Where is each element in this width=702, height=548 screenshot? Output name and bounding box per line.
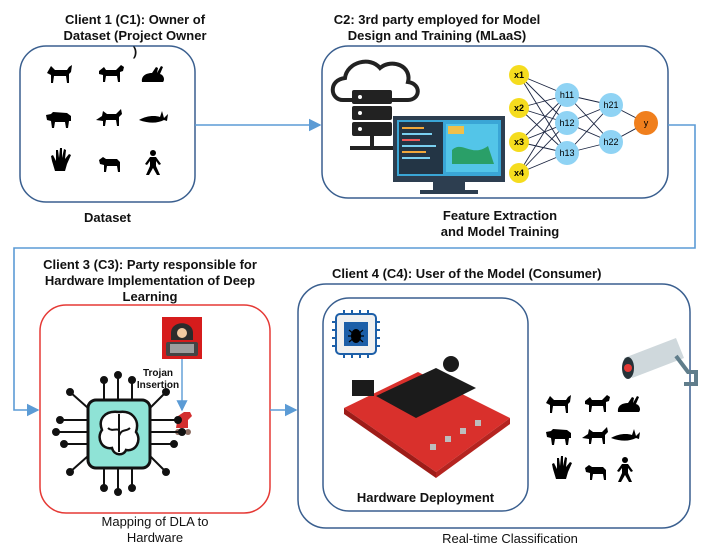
hardware-caption: Hardware Deployment [356,490,495,505]
hacker-icon [162,317,202,359]
client1-box [19,45,196,203]
client2-title: C2: 3rd party employed for Model Design … [317,12,557,44]
hardware-board-icon [344,356,510,478]
client3-caption: Mapping of DLA to Hardware [40,514,270,546]
client4-title: Client 4 (C4): User of the Model (Consum… [332,266,602,281]
client1-title: Client 1 (C1): Owner of Dataset (Project… [60,12,210,60]
ai-brain-chip-icon [52,371,186,496]
client1-title-line1: Client 1 (C1): Owner of [64,12,206,27]
nn-hidden-h22: h22 [603,137,618,147]
nn-hidden-h12: h12 [559,118,574,128]
nn-nodes [509,65,658,183]
client3-title-line3: Learning [122,289,178,304]
client3-title-line1: Client 3 (C3): Party responsible for [43,257,257,272]
bug-chip-icon [332,310,380,358]
client2-title-line2: Design and Training (MLaaS) [347,28,527,43]
trojan-label: Trojan Insertion [136,368,180,392]
client3-caption-line1: Mapping of DLA to [101,514,209,529]
client2-caption-line1: Feature Extraction [442,208,558,223]
client3-title: Client 3 (C3): Party responsible for Har… [30,257,270,305]
monitor-icon [393,116,505,194]
trojan-label-line1: Trojan [142,368,173,379]
arrow-c2-to-c3 [13,124,696,417]
nn-input-x2: x2 [514,103,524,113]
nn-output-y: y [644,118,649,128]
nn-hidden-h21: h21 [603,100,618,110]
client3-title-line2: Hardware Implementation of Deep [44,273,256,288]
client2-caption-line2: and Model Training [440,224,560,239]
client2-title-line1: C2: 3rd party employed for Model [333,12,541,27]
security-camera-icon [622,338,698,386]
client3-caption-line2: Hardware [126,530,184,545]
client1-title-line2: Dataset (Project Owner ) [63,28,207,59]
nn-input-x4: x4 [514,168,524,178]
client2-caption: Feature Extraction and Model Training [420,208,580,240]
cloud-server-icon [330,59,420,150]
nn-hidden-h13: h13 [559,148,574,158]
client1-caption: Dataset [84,210,131,225]
client4-caption: Real-time Classification [442,531,578,546]
nn-hidden-h11: h11 [560,90,574,100]
trojan-label-line2: Insertion [136,380,180,391]
nn-input-x1: x1 [514,70,524,80]
client3-box [39,304,271,514]
nn-input-x3: x3 [514,137,524,147]
